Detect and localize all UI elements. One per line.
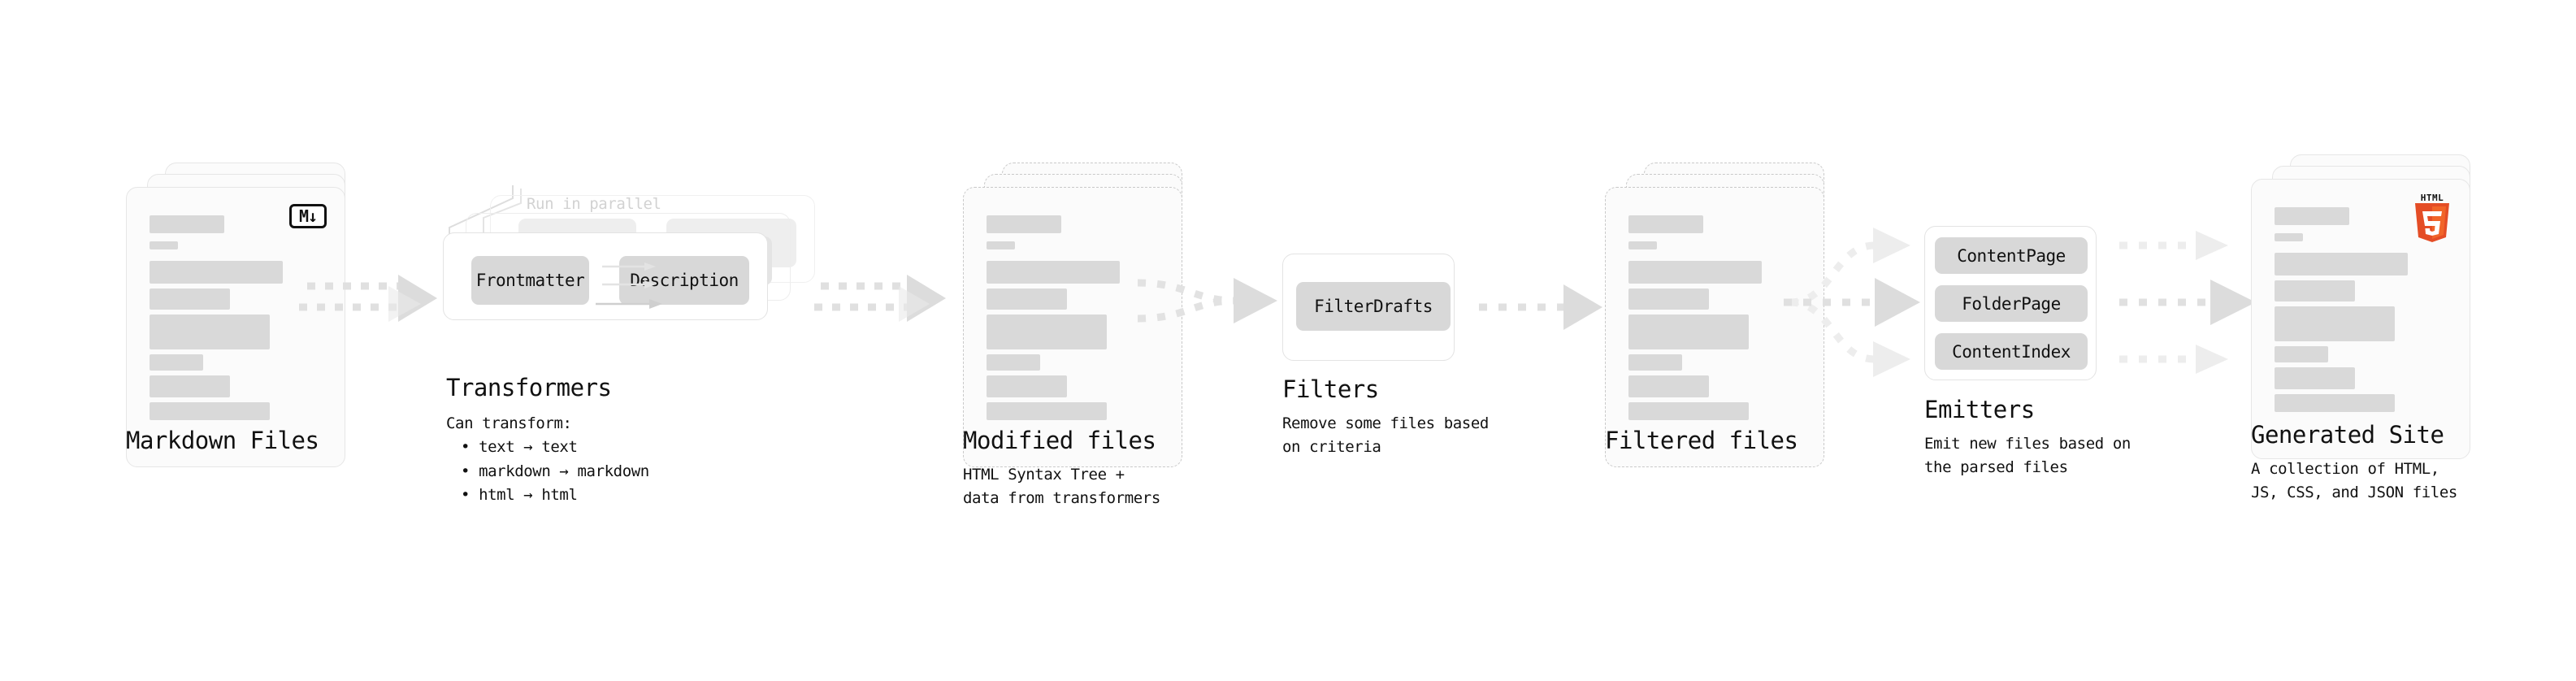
- stage-subtitle-emitters: Emit new files based on the parsed files: [1924, 435, 2131, 477]
- markdown-card-front: M↓: [126, 187, 345, 467]
- skeleton-line: [1628, 314, 1749, 349]
- skeleton-title: [987, 215, 1061, 233]
- stage-title-markdown-files: Markdown Files: [126, 427, 319, 454]
- skeleton-subtitle: [987, 241, 1015, 249]
- skeleton-line: [2275, 253, 2408, 275]
- emitter-chip-contentpage[interactable]: ContentPage: [1935, 237, 2088, 274]
- skeleton-line: [2275, 306, 2395, 341]
- filter-chip-filterdrafts[interactable]: FilterDrafts: [1296, 282, 1451, 331]
- markdown-badge-icon: M↓: [289, 204, 327, 228]
- filtered-card-stack: [1605, 163, 1824, 471]
- emitter-chip-contentindex[interactable]: ContentIndex: [1935, 333, 2088, 370]
- skeleton-line: [987, 402, 1107, 420]
- stage-title-filtered-files: Filtered files: [1605, 427, 1798, 454]
- markdown-card-stack: M↓ M↓ M↓: [126, 163, 345, 471]
- skeleton-line: [1628, 402, 1749, 420]
- skeleton-line: [987, 261, 1120, 284]
- modified-card-front: [963, 187, 1182, 467]
- transform-list-item: • markdown → markdown: [461, 462, 649, 480]
- skeleton-line: [1628, 375, 1709, 397]
- transformer-box-front: Frontmatter Description: [443, 232, 768, 320]
- transform-list-item: • html → html: [461, 486, 578, 505]
- transform-list-intro: Can transform:: [446, 414, 572, 432]
- filtered-card-front: [1605, 187, 1824, 467]
- stage-modified-files: [963, 163, 1182, 471]
- site-card-stack: CSS HTML: [2251, 154, 2470, 463]
- stage-title-filters: Filters: [1282, 375, 1379, 403]
- skeleton-line: [150, 375, 230, 397]
- arrow-filters-to-filtered: [1479, 284, 1602, 330]
- arrow-filtered-to-emitters: [1784, 228, 1920, 377]
- skeleton-line: [987, 354, 1040, 371]
- arrow-transformers-to-modified: [814, 275, 946, 322]
- skeleton-line: [2275, 346, 2328, 362]
- stage-title-transformers: Transformers: [446, 374, 612, 401]
- skeleton-title: [2275, 207, 2349, 225]
- skeleton-line: [150, 402, 270, 420]
- filters-box: FilterDrafts: [1282, 254, 1455, 361]
- skeleton-title: [1628, 215, 1703, 233]
- skeleton-line: [2275, 394, 2395, 412]
- stage-markdown-files: M↓ M↓ M↓: [126, 163, 345, 471]
- skeleton-line: [2275, 280, 2355, 301]
- arrow-emitters-to-site: [2119, 231, 2256, 374]
- skeleton-line: [150, 314, 270, 349]
- modified-card-stack: [963, 163, 1182, 471]
- transform-list-item: • text → text: [461, 438, 578, 457]
- skeleton-line: [150, 354, 203, 371]
- skeleton-title: [150, 215, 224, 233]
- stage-subtitle-generated-site: A collection of HTML, JS, CSS, and JSON …: [2251, 460, 2457, 502]
- skeleton-line: [2275, 367, 2355, 389]
- arrow-markdown-to-transformers: [299, 275, 437, 322]
- transformers-transform-list: Can transform: • text → text • markdown …: [446, 412, 649, 508]
- stage-subtitle-filters: Remove some files based on criteria: [1282, 414, 1489, 457]
- skeleton-line: [1628, 354, 1682, 371]
- stage-title-generated-site: Generated Site: [2251, 421, 2444, 449]
- skeleton-line: [987, 288, 1067, 310]
- site-card-front: HTML: [2251, 179, 2470, 459]
- emitter-chip-folderpage[interactable]: FolderPage: [1935, 285, 2088, 322]
- transformer-chip-description[interactable]: Description: [619, 256, 749, 305]
- skeleton-subtitle: [150, 241, 178, 249]
- stage-title-modified-files: Modified files: [963, 427, 1156, 454]
- transformer-chip-frontmatter[interactable]: Frontmatter: [471, 256, 589, 305]
- html5-badge-icon: HTML: [2411, 193, 2453, 243]
- stage-title-emitters: Emitters: [1924, 396, 2035, 423]
- skeleton-line: [150, 288, 230, 310]
- skeleton-subtitle: [1628, 241, 1657, 249]
- emitters-box: ContentPage FolderPage ContentIndex: [1924, 226, 2097, 380]
- skeleton-line: [987, 314, 1107, 349]
- run-in-parallel-label: Run in parallel: [527, 195, 661, 213]
- skeleton-line: [150, 261, 283, 284]
- arrow-modified-to-filters: [1137, 278, 1277, 323]
- stage-generated-site: CSS HTML: [2251, 154, 2470, 463]
- skeleton-line: [1628, 288, 1709, 310]
- transformer-inner-arrows: [596, 262, 662, 309]
- skeleton-line: [987, 375, 1067, 397]
- stage-filtered-files: [1605, 163, 1824, 471]
- skeleton-subtitle: [2275, 233, 2303, 241]
- skeleton-line: [1628, 261, 1762, 284]
- stage-subtitle-modified-files: HTML Syntax Tree + data from transformer…: [963, 466, 1160, 508]
